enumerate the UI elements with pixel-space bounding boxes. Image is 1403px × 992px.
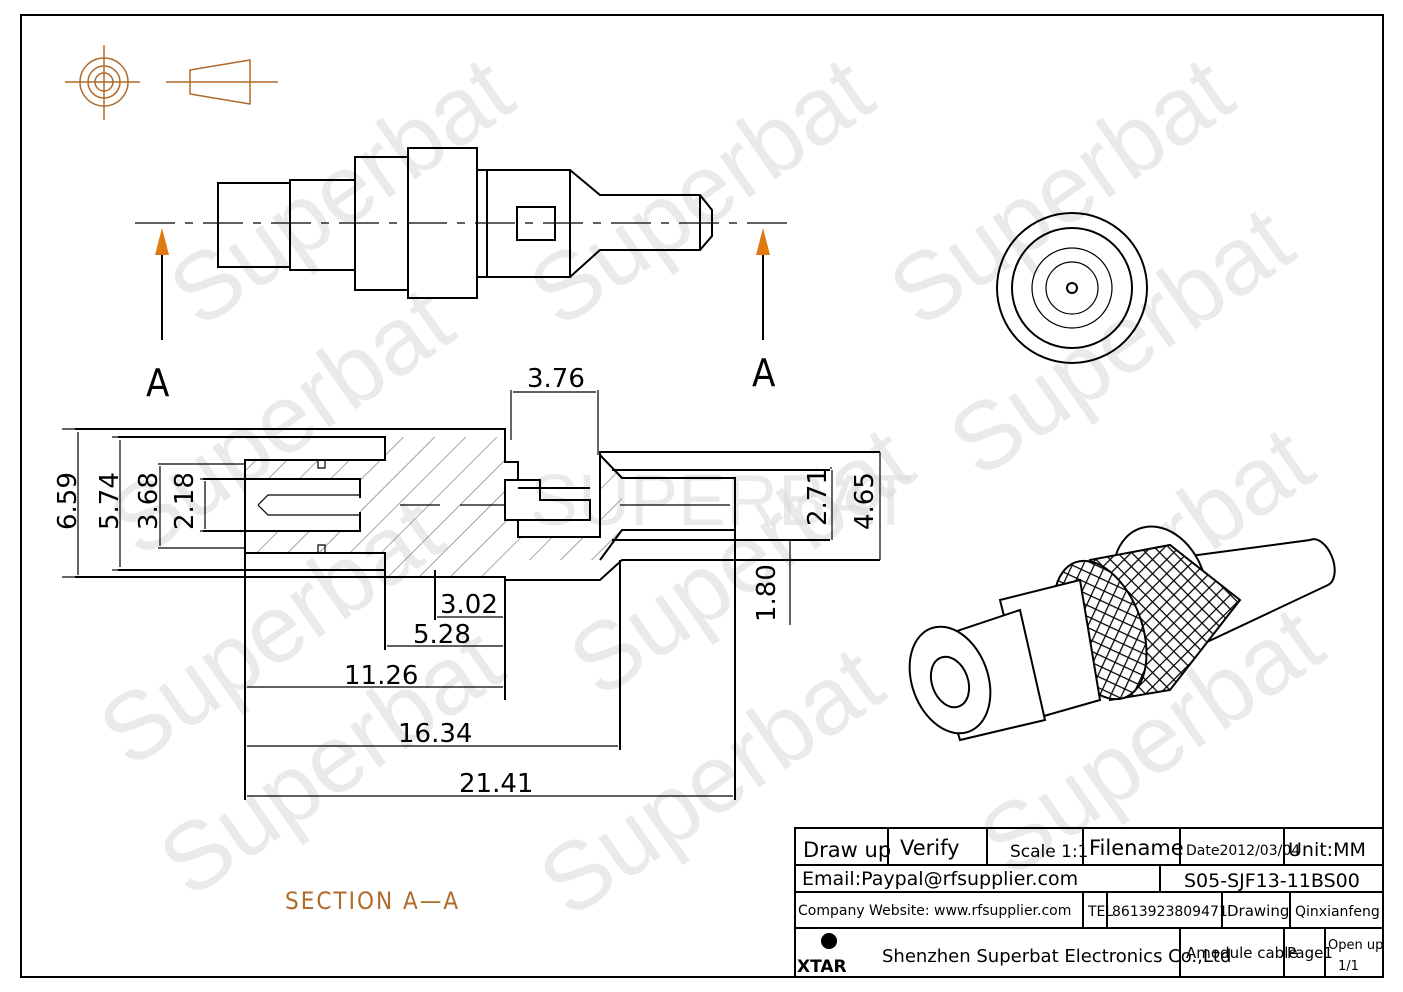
- dim-1-80: 1.80: [752, 564, 782, 622]
- watermark: Superbat: [511, 36, 892, 347]
- logo-text: XTAR: [797, 957, 847, 977]
- company-name: Shenzhen Superbat Electronics Co.,Ltd: [882, 946, 1231, 967]
- dim-6-59: 6.59: [53, 472, 83, 530]
- product-name: Amodule cable: [1186, 944, 1298, 962]
- tel-label: TEL: [1087, 904, 1113, 920]
- title-block: Draw up Verify Scale 1:1 Filename Date20…: [794, 827, 1384, 978]
- part-number: S05-SJF13-11BS00: [1184, 870, 1360, 892]
- drawing-label: Drawing: [1227, 902, 1289, 920]
- dim-3-68: 3.68: [134, 472, 164, 530]
- dim-21-41: 21.41: [459, 769, 533, 799]
- section-view: 6.59 5.74 3.68 2.18 3.76 2.71 4.65 1.80 …: [53, 364, 881, 915]
- website-text: Company Website: www.rfsupplier.com: [798, 903, 1071, 919]
- dim-16-34: 16.34: [398, 719, 472, 749]
- xtar-logo: XTAR: [797, 933, 847, 977]
- open-up-pages: 1/1: [1338, 959, 1359, 974]
- verify-label: Verify: [900, 836, 960, 860]
- projection-symbol: [65, 45, 278, 120]
- dim-4-65: 4.65: [850, 472, 880, 530]
- email-text: Email:Paypal@rfsupplier.com: [802, 868, 1078, 890]
- dim-3-76: 3.76: [527, 364, 585, 394]
- dim-2-71: 2.71: [803, 468, 833, 526]
- section-label-left: A: [146, 361, 170, 405]
- section-caption: SECTION A—A: [285, 887, 460, 915]
- dim-11-26: 11.26: [344, 661, 418, 691]
- date-label: Date2012/03/04: [1186, 843, 1300, 859]
- draw-up-label: Draw up: [803, 838, 891, 862]
- dim-5-28: 5.28: [413, 620, 471, 650]
- page-label: Page1: [1287, 944, 1333, 962]
- dim-3-02: 3.02: [440, 590, 498, 620]
- scale-label: Scale 1:1: [1010, 842, 1089, 862]
- tel-number: 8613923809471: [1112, 904, 1228, 920]
- filename-label: Filename: [1089, 836, 1184, 860]
- connector-side-view: [135, 147, 790, 299]
- dim-2-18: 2.18: [170, 472, 200, 530]
- drawer-name: Qinxianfeng: [1295, 904, 1380, 920]
- connector-3d-view: [908, 525, 1336, 742]
- watermark: Superbat: [521, 626, 902, 937]
- connector-end-view: [996, 212, 1148, 364]
- open-up-label: Open up: [1328, 938, 1383, 953]
- watermark: SUPERBAT: [530, 461, 913, 541]
- drawing-border: [20, 14, 1384, 978]
- unit-label: Unit:MM: [1288, 839, 1366, 861]
- section-label-right: A: [752, 351, 776, 395]
- dim-5-74: 5.74: [95, 472, 125, 530]
- section-arrows: A A: [146, 228, 776, 405]
